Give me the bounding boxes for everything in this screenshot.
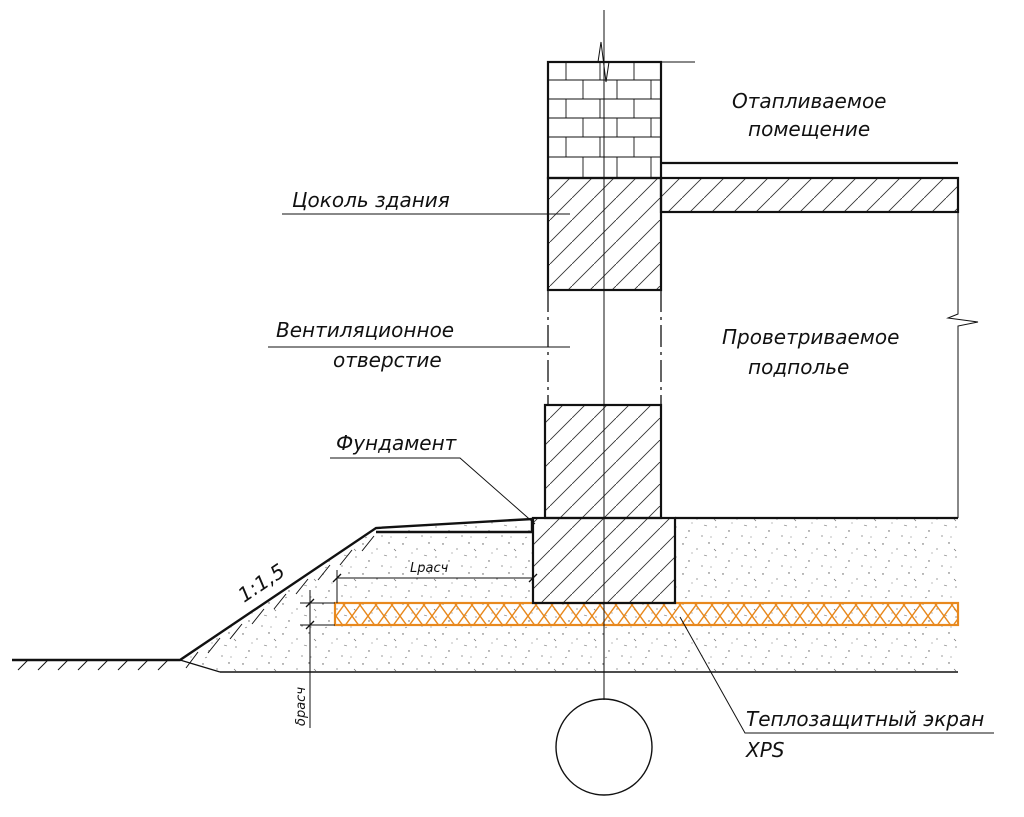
- slope-hatch: [17, 535, 375, 671]
- ground-surface-line: [12, 517, 534, 662]
- leader-foundation: [330, 457, 536, 525]
- label-screen-line2: XPS: [745, 738, 785, 762]
- dimension-l-calc: [332, 570, 538, 603]
- label-l-calc: Lрасч: [410, 561, 449, 576]
- label-screen-line1: Теплозащитный экран: [746, 707, 984, 731]
- dimension-delta-calc: [300, 590, 335, 728]
- slope-toe: [179, 659, 221, 673]
- label-vent-line2: отверстие: [333, 348, 442, 372]
- axis-marker-circle: [555, 698, 653, 796]
- label-heated-room-line2: помещение: [748, 117, 870, 141]
- label-crawlspace-line2: подполье: [748, 355, 849, 379]
- floor-slab: [659, 176, 960, 214]
- label-crawlspace-line1: Проветриваемое: [722, 325, 899, 349]
- label-heated-room-line1: Отапливаемое: [732, 89, 886, 113]
- label-delta-calc: δрасч: [294, 687, 309, 726]
- leader-screen: [679, 616, 994, 734]
- label-foundation: Фундамент: [336, 431, 458, 455]
- label-vent-line1: Вентиляционное: [276, 318, 454, 342]
- right-break-line: [946, 212, 979, 518]
- xps-insulation-layer: [333, 601, 960, 627]
- label-plinth: Цоколь здания: [292, 188, 450, 212]
- backfill-soil: [180, 518, 958, 672]
- foundation-wall: [543, 403, 663, 520]
